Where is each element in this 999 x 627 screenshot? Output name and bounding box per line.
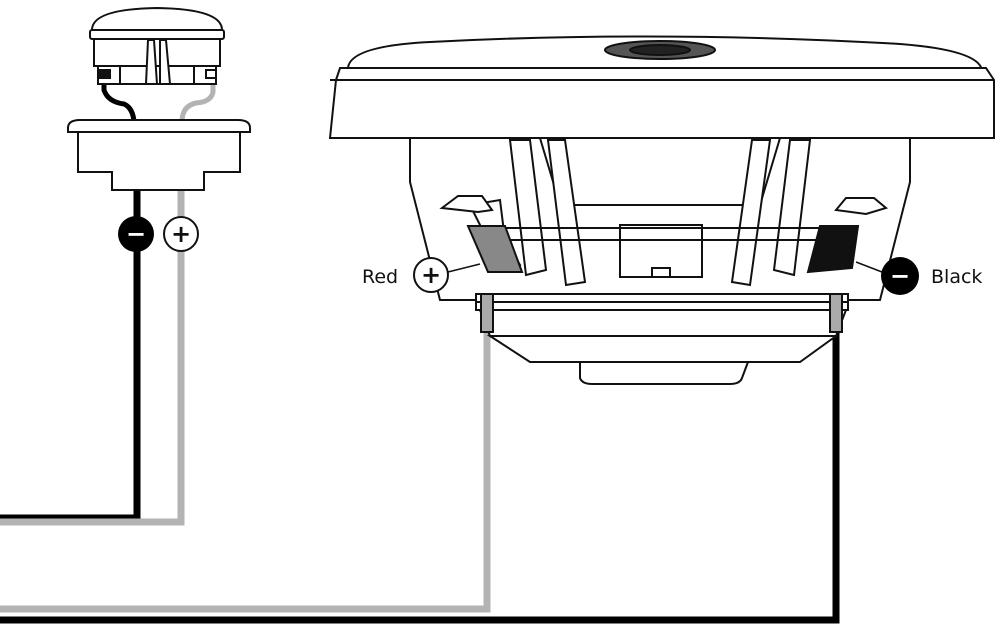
tweeter-positive-wire bbox=[0, 190, 185, 526]
woofer-positive-label: Red bbox=[362, 266, 398, 288]
woofer-positive-wire bbox=[0, 330, 491, 613]
woofer-negative-marker: − Black bbox=[855, 257, 982, 295]
woofer-negative-wire bbox=[0, 330, 840, 624]
tweeter-cup bbox=[77, 131, 241, 191]
plus-icon bbox=[163, 216, 199, 252]
woofer-negative-label: Black bbox=[931, 266, 982, 288]
woofer-positive-sign: + bbox=[421, 261, 441, 289]
tweeter-negative-marker: − bbox=[118, 216, 154, 252]
tweeter-inner-gray-lead bbox=[179, 65, 216, 123]
tweeter-negative-sign: − bbox=[126, 220, 146, 248]
tweeter-positive-marker: + bbox=[163, 216, 199, 252]
tweeter-body bbox=[93, 38, 221, 67]
woofer-negative-sign: − bbox=[890, 262, 910, 290]
tweeter-negative-wire bbox=[0, 190, 141, 522]
tweeter bbox=[67, 6, 251, 191]
tweeter-inner-black-lead bbox=[101, 65, 137, 123]
woofer bbox=[328, 35, 995, 385]
wires bbox=[0, 65, 840, 624]
woofer-positive-marker: Red + bbox=[362, 257, 481, 293]
plus-icon bbox=[413, 257, 449, 293]
woofer-positive-tab bbox=[466, 225, 524, 273]
tweeter-positive-sign: + bbox=[171, 220, 191, 248]
minus-icon bbox=[118, 216, 154, 252]
woofer-magnet-cup bbox=[579, 361, 750, 385]
tweeter-flange bbox=[67, 119, 251, 133]
woofer-negative-tab bbox=[806, 225, 860, 274]
woofer-rim bbox=[328, 67, 995, 139]
woofer-lower-cone bbox=[478, 309, 848, 337]
minus-icon bbox=[881, 257, 919, 295]
